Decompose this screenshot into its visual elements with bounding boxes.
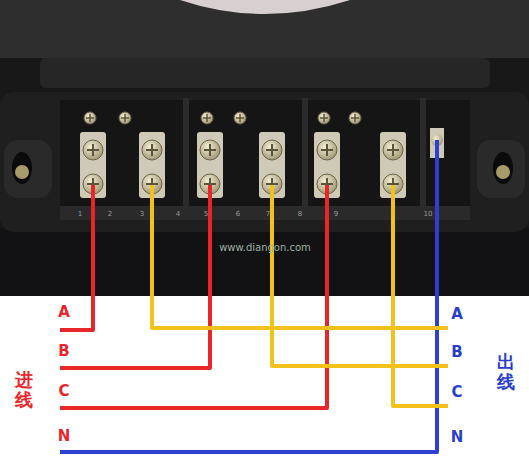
terminal-number: 1 xyxy=(78,211,82,218)
terminal-number: 3 xyxy=(140,211,144,218)
phase-label: B xyxy=(58,344,69,359)
wires xyxy=(60,140,448,452)
block-dividers xyxy=(183,98,426,210)
meter-body xyxy=(0,0,529,58)
terminal-number: 4 xyxy=(176,211,180,218)
terminal-number: 8 xyxy=(298,211,302,218)
neutral-label: N xyxy=(58,429,71,444)
phase-label: A xyxy=(451,307,463,322)
phase-label: C xyxy=(451,385,462,400)
phase-label: A xyxy=(58,305,70,320)
terminals xyxy=(80,112,444,198)
meter-edge xyxy=(40,58,490,88)
terminal-cavity xyxy=(60,100,470,210)
terminal-number-strip xyxy=(60,206,470,220)
terminal-number: 7 xyxy=(266,211,270,218)
neutral-label: N xyxy=(451,430,464,445)
terminal-number: 9 xyxy=(334,211,338,218)
terminal-number: 2 xyxy=(108,211,112,218)
photo-background xyxy=(0,0,529,296)
terminal-number: 5 xyxy=(204,211,208,218)
incoming-label: 进线 xyxy=(15,370,33,410)
phase-label: B xyxy=(451,345,462,360)
cloth-background xyxy=(0,228,529,296)
watermark: www.diangon.com xyxy=(219,243,311,253)
outgoing-label: 出线 xyxy=(497,352,515,392)
phase-label: C xyxy=(58,384,69,399)
meter-window xyxy=(180,0,350,14)
terminal-block xyxy=(0,92,529,232)
terminal-number: 10 xyxy=(424,211,433,218)
terminal-number: 6 xyxy=(236,211,240,218)
